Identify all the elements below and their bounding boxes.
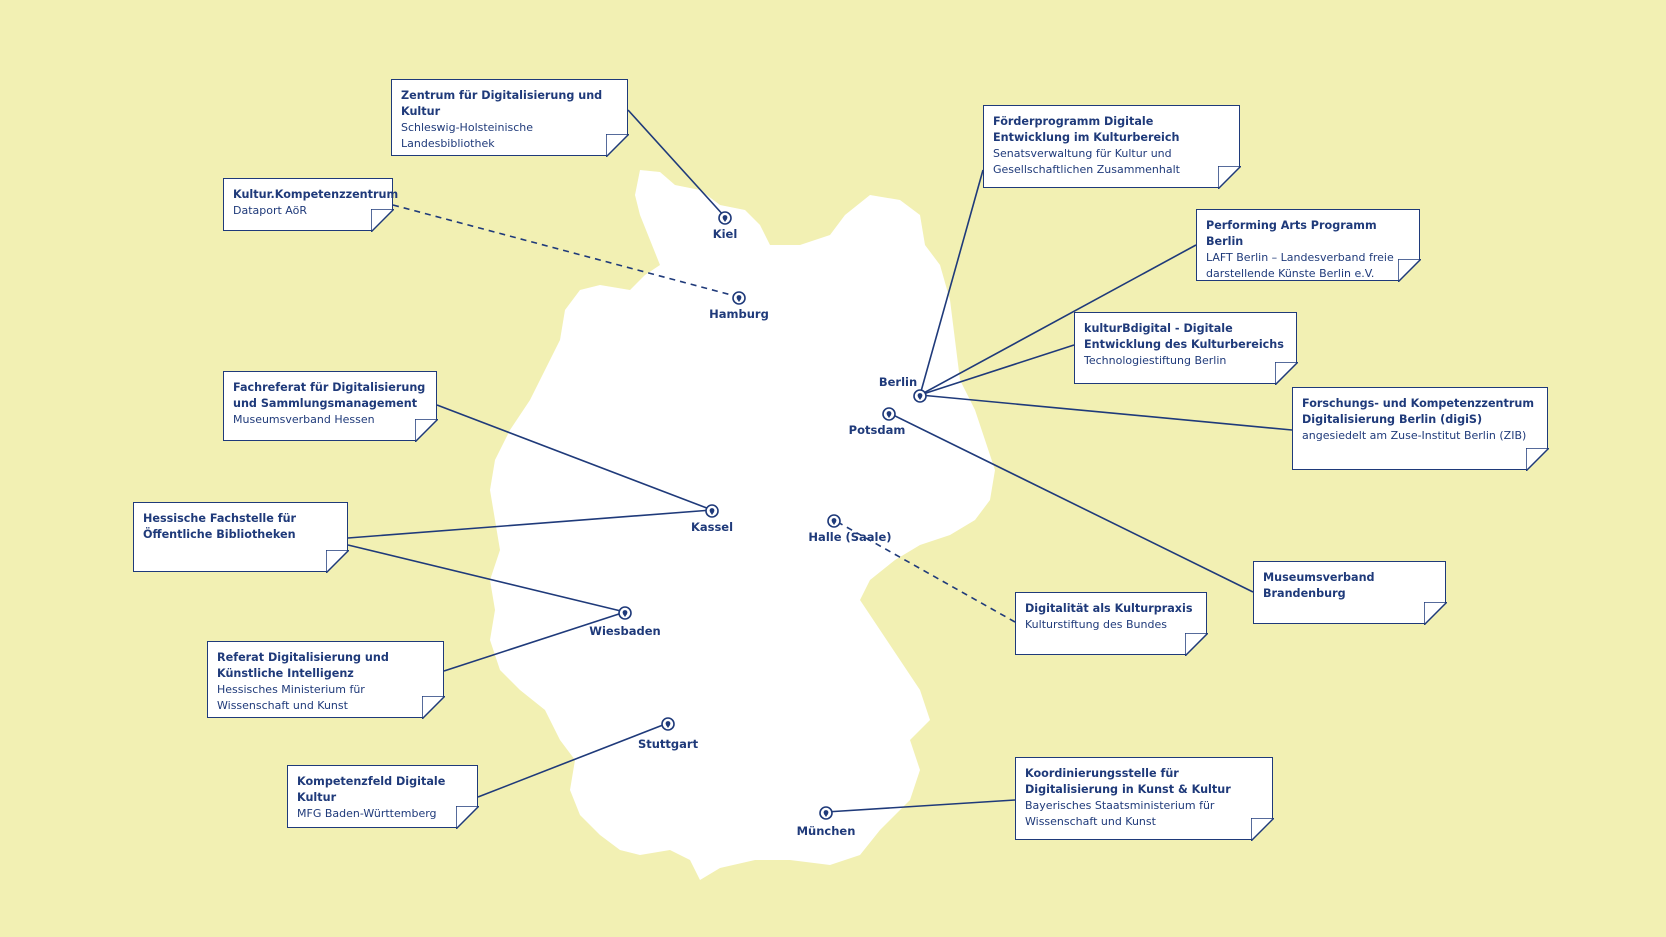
city-label-hamburg: Hamburg — [709, 307, 769, 321]
note-title: Referat Digitalisierung und Künstliche I… — [217, 651, 389, 680]
note-card-mvbb[interactable]: Museumsverband Brandenburg — [1253, 561, 1449, 627]
note-subtitle: Dataport AöR — [233, 204, 308, 217]
connector-bayern — [825, 799, 1016, 813]
city-label-stuttgart: Stuttgart — [637, 737, 699, 751]
note-subtitle: Museumsverband Hessen — [233, 413, 375, 426]
connector-kbd — [919, 344, 1075, 396]
city-label-wiesbaden: Wiesbaden — [589, 624, 661, 638]
note-subtitle: Schleswig-Holsteinische Landesbibliothek — [401, 121, 534, 150]
city-label-kiel: Kiel — [712, 227, 738, 241]
note-title: Hessische Fachstelle für Öffentliche Bib… — [143, 512, 297, 541]
page-fold-icon — [1183, 631, 1210, 658]
city-label-kassel: Kassel — [690, 520, 734, 534]
note-card-kbd[interactable]: kulturBdigital - Digitale Entwicklung de… — [1074, 312, 1300, 387]
city-label-muenchen: München — [796, 824, 856, 838]
connector-zdk — [627, 109, 726, 218]
page-fold-icon — [454, 804, 481, 831]
connector-mvh — [436, 404, 713, 511]
note-title: Performing Arts Programm Berlin — [1206, 219, 1377, 248]
map-pin-icon[interactable] — [913, 388, 927, 403]
note-card-bayern[interactable]: Koordinierungsstelle für Digitalisierung… — [1015, 757, 1276, 843]
note-subtitle: Technologiestiftung Berlin — [1084, 354, 1227, 367]
connector-digis — [919, 394, 1293, 431]
note-title: Fachreferat für Digitalisierung und Samm… — [233, 381, 426, 410]
note-title: Kompetenzfeld Digitale Kultur — [297, 775, 446, 804]
note-title: Forschungs- und Kompetenzzentrum Digital… — [1302, 397, 1534, 426]
note-card-mvh[interactable]: Fachreferat für Digitalisierung und Samm… — [223, 371, 440, 444]
note-title: Kultur.Kompetenzzentrum — [233, 188, 399, 201]
note-card-hfob[interactable]: Hessische Fachstelle für Öffentliche Bib… — [133, 502, 351, 575]
map-pin-icon[interactable] — [718, 210, 732, 225]
map-pin-icon[interactable] — [819, 805, 833, 820]
note-subtitle: angesiedelt am Zuse-Institut Berlin (ZIB… — [1302, 429, 1527, 442]
note-card-digis[interactable]: Forschungs- und Kompetenzzentrum Digital… — [1292, 387, 1551, 473]
note-card-foerder[interactable]: Förderprogramm Digitale Entwicklung im K… — [983, 105, 1243, 191]
connector-lines — [347, 109, 1293, 813]
map-pin-icon[interactable] — [827, 513, 841, 528]
note-subtitle: Hessisches Ministerium für Wissenschaft … — [217, 683, 365, 712]
page-fold-icon — [420, 694, 447, 721]
note-title: Digitalität als Kulturpraxis — [1025, 602, 1193, 615]
note-title: kulturBdigital - Digitale Entwicklung de… — [1084, 322, 1284, 351]
note-title: Zentrum für Digitalisierung und Kultur — [401, 89, 603, 118]
connector-mvbb — [888, 412, 1254, 593]
page-fold-icon — [1273, 360, 1300, 387]
connector-hfob-wiesbaden — [347, 544, 626, 613]
page-fold-icon — [1249, 816, 1276, 843]
map-pin-icon[interactable] — [882, 406, 896, 421]
germany-land — [490, 170, 995, 880]
page-fold-icon — [1524, 446, 1551, 473]
page-fold-icon — [413, 417, 440, 444]
note-title: Koordinierungsstelle für Digitalisierung… — [1025, 767, 1231, 796]
note-subtitle: Kulturstiftung des Bundes — [1025, 618, 1167, 631]
page-fold-icon — [324, 548, 351, 575]
city-label-berlin: Berlin — [878, 375, 918, 389]
map-pin-icon[interactable] — [661, 716, 675, 731]
connector-mfg — [477, 722, 669, 798]
page-fold-icon — [1422, 600, 1449, 627]
note-title: Museumsverband Brandenburg — [1263, 571, 1375, 600]
connector-kulturstiftung — [833, 519, 1016, 623]
connector-pap — [919, 244, 1197, 396]
connector-dataport — [392, 204, 740, 298]
map-pin-icon[interactable] — [705, 503, 719, 518]
connector-foerder — [919, 169, 984, 396]
note-subtitle: LAFT Berlin – Landesverband freie darste… — [1206, 251, 1394, 280]
note-subtitle: Senatsverwaltung für Kultur und Gesellsc… — [993, 147, 1180, 176]
city-label-potsdam: Potsdam — [848, 423, 906, 437]
page-fold-icon — [1216, 164, 1243, 191]
note-subtitle: Bayerisches Staatsministerium für Wissen… — [1025, 799, 1215, 828]
note-subtitle: MFG Baden-Württemberg — [297, 807, 437, 820]
note-title: Förderprogramm Digitale Entwicklung im K… — [993, 115, 1180, 144]
connector-hfob — [347, 509, 713, 539]
map-pin-icon[interactable] — [732, 290, 746, 305]
note-card-hmwk[interactable]: Referat Digitalisierung und Künstliche I… — [207, 641, 447, 721]
map-pin-icon[interactable] — [618, 605, 632, 620]
connector-hmwk — [443, 611, 626, 672]
city-label-halle: Halle (Saale) — [808, 530, 892, 544]
page-fold-icon — [369, 207, 396, 234]
page-fold-icon — [1396, 257, 1423, 284]
page-fold-icon — [604, 132, 631, 159]
